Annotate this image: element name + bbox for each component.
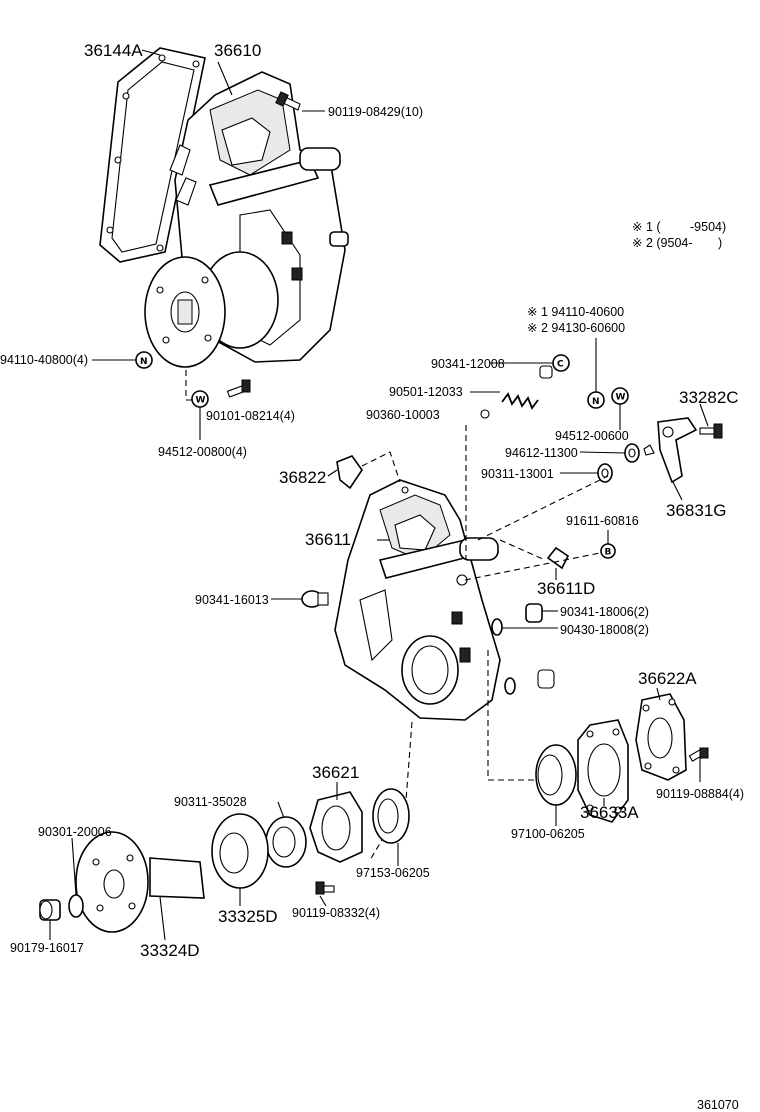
- washer-symbol-2: W: [616, 393, 626, 403]
- label-94512-00800: 94512-00800(4): [158, 445, 247, 459]
- flange-upper-drawing: [144, 251, 279, 368]
- diagram-id: 361070: [697, 1098, 739, 1112]
- label-90119-08332: 90119-08332(4): [292, 906, 380, 920]
- label-90501-12033: 90501-12033: [389, 385, 463, 399]
- plug-90341-16013-drawing: [301, 590, 329, 608]
- label-36611D: 36611D: [537, 579, 595, 598]
- seal-97153-06205-drawing: [372, 788, 410, 844]
- label-36622A: 36622A: [638, 669, 697, 688]
- leader-lines: [49, 49, 709, 941]
- plug-36822-drawing: [336, 455, 363, 490]
- label-36633A: 36633A: [580, 803, 639, 822]
- label-90119-08884: 90119-08884(4): [656, 787, 744, 801]
- label-97100-06205: 97100-06205: [511, 827, 585, 841]
- seal-94612-11300-drawing: [624, 443, 640, 463]
- label-90341-18006: 90341-18006(2): [560, 605, 649, 619]
- plug-36611D-drawing: [546, 546, 570, 570]
- label-94612-11300: 94612-11300: [505, 446, 578, 460]
- label-33325D: 33325D: [218, 907, 278, 926]
- cover-36622A-drawing: [635, 693, 687, 781]
- label-97153-06205: 97153-06205: [356, 866, 430, 880]
- label-90311-13001: 90311-13001: [481, 467, 554, 481]
- spacer-33325D-drawing: [211, 813, 269, 889]
- label-36621: 36621: [312, 763, 359, 782]
- washer-94512-00800-drawing: W: [191, 390, 209, 408]
- bearing-97100-06205-drawing: [535, 744, 577, 806]
- nut-symbol: N: [140, 357, 148, 367]
- label-94512-00600: 94512-00600: [555, 429, 629, 443]
- cap-90341-12008-drawing: C: [539, 354, 570, 379]
- label-94130-60600: ※ 2 94130-60600: [527, 321, 625, 335]
- label-90341-16013: 90341-16013: [195, 593, 269, 607]
- nut-94110-40600-drawing: N: [587, 391, 605, 409]
- bolt-91611-60816-drawing: B: [600, 543, 616, 559]
- gasket-90430-18008-drawing: [491, 618, 516, 695]
- spring-90501-12033-drawing: [501, 392, 539, 410]
- note-2-mark: ※ 2 (9504-: [632, 236, 693, 250]
- bolt-symbol: B: [605, 548, 612, 558]
- flange-33324D-drawing: [75, 831, 205, 933]
- label-91611-60816: 91611-60816: [566, 514, 639, 528]
- case-36611-drawing: [334, 479, 501, 721]
- label-33324D: 33324D: [140, 941, 200, 960]
- label-90119-08429: 90119-08429(10): [328, 105, 423, 119]
- washer-symbol: W: [196, 396, 206, 406]
- label-94110-40600: ※ 1 94110-40600: [527, 305, 624, 319]
- note-1-range: -9504): [690, 220, 726, 234]
- note-2-range: ): [718, 236, 722, 250]
- cap-symbol: C: [557, 360, 564, 370]
- retainer-36621-drawing: [309, 791, 363, 863]
- bearing-90311-35028-drawing: [265, 816, 307, 868]
- gasket-36633A-drawing: [577, 719, 629, 823]
- nut-symbol-2: N: [592, 397, 600, 407]
- bolt-33282C-drawing: [699, 423, 723, 439]
- label-94110-40800: 94110-40800(4): [0, 353, 88, 367]
- label-90301-20006: 90301-20006: [38, 825, 112, 839]
- gasket-36144A-drawing: [99, 47, 206, 263]
- label-90360-10003: 90360-10003: [366, 408, 440, 422]
- label-36831G: 36831G: [666, 501, 727, 520]
- bolt-90119-08332-drawing: [315, 881, 335, 895]
- label-90179-16017: 90179-16017: [10, 941, 84, 955]
- bolt-90119-08884-drawing: [688, 747, 709, 762]
- label-36144A: 36144A: [84, 41, 143, 60]
- nut-90179-16017-drawing: [39, 899, 61, 921]
- seal-90311-13001-drawing: [597, 463, 613, 483]
- plug-90341-18006-drawing: [525, 603, 555, 689]
- ball-90360-10003-drawing: [480, 409, 490, 419]
- bolt-90101-08214-drawing: [226, 379, 251, 398]
- lever-36831G-drawing: [643, 417, 698, 484]
- label-90341-12008: 90341-12008: [431, 357, 505, 371]
- bolt-90119-08429-drawing: [275, 91, 301, 111]
- ring-90301-20006-drawing: [68, 894, 84, 918]
- washer-94512-00600-drawing: W: [611, 387, 629, 405]
- note-1-mark: ※ 1 (: [632, 220, 661, 234]
- label-90311-35028: 90311-35028: [174, 795, 247, 809]
- label-36822: 36822: [279, 468, 326, 487]
- label-36611: 36611: [305, 530, 351, 549]
- label-90430-18008: 90430-18008(2): [560, 623, 649, 637]
- label-36610: 36610: [214, 41, 261, 60]
- nut-94110-40800-drawing: N: [135, 351, 153, 369]
- label-33282C: 33282C: [679, 388, 739, 407]
- label-90101-08214: 90101-08214(4): [206, 409, 295, 423]
